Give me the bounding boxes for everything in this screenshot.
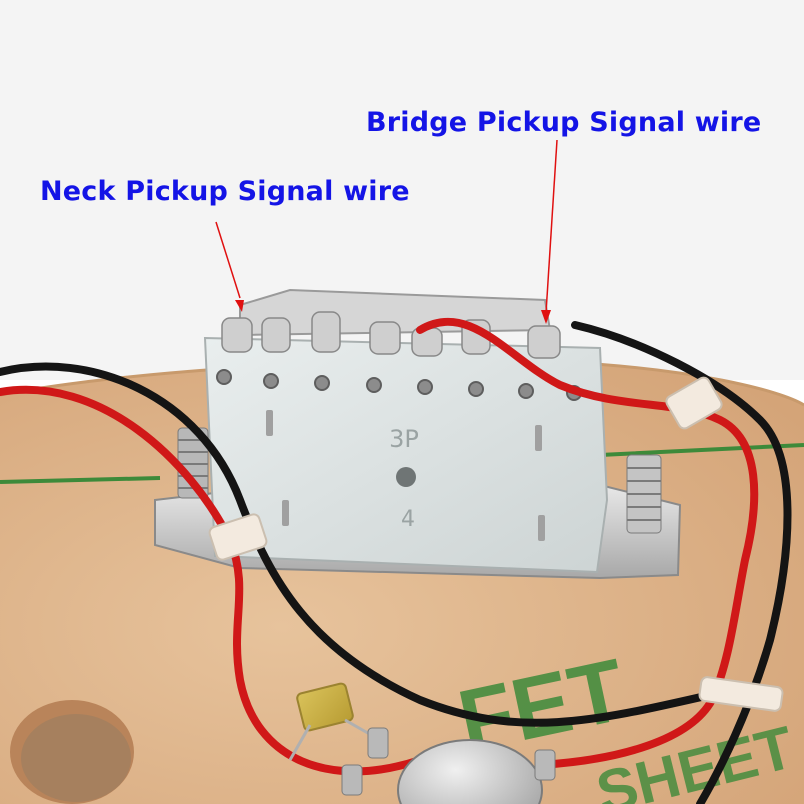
switch-center-dot <box>396 467 416 487</box>
neck-arrow <box>215 221 244 312</box>
black-wire-right <box>571 321 792 804</box>
zip-tie-right-upper <box>665 376 723 430</box>
potentiometer <box>397 739 543 804</box>
red-wire-lower-right <box>536 696 716 769</box>
bridge-pickup-label: Bridge Pickup Signal wire <box>366 107 762 138</box>
solder-lugs <box>221 311 561 359</box>
paper-green-line <box>0 443 804 484</box>
wall-shade <box>0 0 804 380</box>
red-wire-right <box>416 317 759 704</box>
capacitor <box>296 682 354 732</box>
red-wire-left <box>0 385 424 776</box>
zip-tie-right-lower <box>698 676 784 712</box>
solder-holes <box>216 369 582 401</box>
bridge-arrow <box>541 139 558 324</box>
switch-model-text: 3P <box>389 425 419 453</box>
mount-screw-right <box>626 454 662 534</box>
zip-tie-left <box>208 513 268 561</box>
paper-hole-inner <box>21 714 131 802</box>
neck-pickup-label: Neck Pickup Signal wire <box>40 176 410 207</box>
switch-pins <box>266 410 545 541</box>
pot-lugs <box>341 727 556 796</box>
black-wire-left <box>0 362 714 727</box>
switch-position-text: 4 <box>401 507 415 532</box>
